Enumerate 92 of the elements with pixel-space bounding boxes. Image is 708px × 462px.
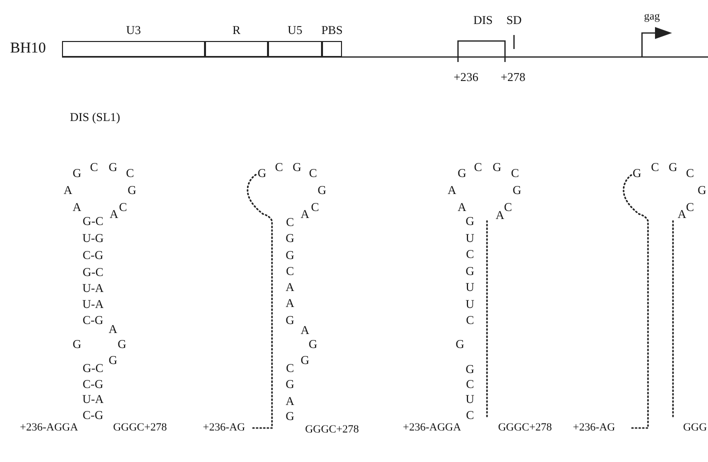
nucleotide-label: U xyxy=(466,393,474,405)
nucleotide-label: G xyxy=(292,161,302,173)
nucleotide-label: G xyxy=(458,167,466,179)
segment-label: R xyxy=(232,24,240,36)
nucleotide-label: G xyxy=(632,167,642,179)
nucleotide-label: C-G xyxy=(82,314,104,326)
nucleotide-label: A xyxy=(300,324,310,336)
nucleotide-label: C-G xyxy=(82,409,104,421)
nucleotide-label: G-C xyxy=(82,266,104,278)
sequence-end: GGG xyxy=(683,422,707,434)
nucleotide-label: U-A xyxy=(82,282,104,294)
nucleotide-label: A xyxy=(496,209,504,221)
nucleotide-label: A xyxy=(110,208,118,220)
nucleotide-label: C-G xyxy=(82,249,104,261)
nucleotide-label: G xyxy=(286,232,294,244)
nucleotide-label: G-C xyxy=(82,362,104,374)
nucleotide-label: U xyxy=(466,232,474,244)
nucleotide-label: C xyxy=(651,161,659,173)
sequence-end: GGGC+278 xyxy=(113,422,167,434)
nucleotide-label: C xyxy=(466,409,474,421)
nucleotide-label: A xyxy=(300,208,310,220)
sequence-end: GGGC+278 xyxy=(305,424,359,436)
nucleotide-label: G xyxy=(698,184,706,196)
nucleotide-label: G xyxy=(492,161,502,173)
nucleotide-label: C xyxy=(686,167,694,179)
sequence-end: +236-AG xyxy=(202,422,246,434)
sequence-end: +236-AGGA xyxy=(20,422,78,434)
nucleotide-label: U-G xyxy=(82,232,104,244)
nucleotide-label: C xyxy=(126,167,134,179)
nucleotide-label: G xyxy=(466,265,474,277)
nucleotide-label: G xyxy=(118,338,126,350)
nucleotide-label: G xyxy=(466,363,474,375)
nucleotide-label: C xyxy=(466,248,474,260)
nucleotide-label: C xyxy=(286,362,294,374)
nucleotide-label: U xyxy=(466,281,474,293)
panel-title: DIS (SL1) xyxy=(70,111,120,123)
nucleotide-label: G xyxy=(466,215,474,227)
nucleotide-label: G xyxy=(318,184,326,196)
nucleotide-label: G xyxy=(308,338,318,350)
nucleotide-label: C xyxy=(90,161,98,173)
nucleotide-label: C xyxy=(686,201,694,213)
nucleotide-label: C xyxy=(286,216,294,228)
nucleotide-label: C xyxy=(119,201,127,213)
nucleotide-label: G xyxy=(300,354,310,366)
nucleotide-label: G xyxy=(108,354,118,366)
sequence-end: GGGC+278 xyxy=(498,422,552,434)
nucleotide-label: A xyxy=(286,395,294,407)
nucleotide-label: C xyxy=(311,201,319,213)
nucleotide-label: A xyxy=(678,208,686,220)
nucleotide-label: A xyxy=(286,281,294,293)
nucleotide-label: A xyxy=(108,323,118,335)
sequence-end: +236-AG xyxy=(572,422,616,434)
nucleotide-label: G xyxy=(512,184,522,196)
nucleotide-label: G xyxy=(72,167,82,179)
nucleotide-label: G xyxy=(456,338,464,350)
nucleotide-label: U-A xyxy=(82,298,104,310)
nucleotide-label: G xyxy=(286,249,294,261)
segment-label: U5 xyxy=(288,24,302,36)
gene-label: gag xyxy=(644,12,660,22)
nucleotide-label: G xyxy=(286,410,294,422)
nucleotide-label: C xyxy=(275,161,283,173)
nucleotide-label: G xyxy=(668,161,678,173)
nucleotide-label: G xyxy=(128,184,136,196)
nucleotide-label: A xyxy=(458,201,466,213)
nucleotide-label: G xyxy=(72,338,82,350)
nucleotide-label: C xyxy=(286,265,294,277)
nucleotide-label: G xyxy=(108,161,118,173)
sequence-end: +236-AGGA xyxy=(402,422,462,434)
nucleotide-label: C xyxy=(309,167,317,179)
nucleotide-label: G xyxy=(258,167,266,179)
nucleotide-label: G-C xyxy=(82,215,104,227)
nucleotide-label: C xyxy=(466,314,474,326)
segment-label: PBS xyxy=(321,24,343,36)
nucleotide-label: A xyxy=(286,297,294,309)
nucleotide-label: G xyxy=(286,378,294,390)
nucleotide-label: C-G xyxy=(82,378,104,390)
nucleotide-label: A xyxy=(72,201,82,213)
nucleotide-label: C xyxy=(474,161,482,173)
nucleotide-label: U-A xyxy=(82,393,104,405)
nucleotide-label: C xyxy=(511,167,519,179)
nucleotide-label: C xyxy=(466,378,474,390)
position-label: +236 xyxy=(454,71,478,83)
nucleotide-label: G xyxy=(286,314,294,326)
nucleotide-label: U xyxy=(466,298,474,310)
construct-name: BH10 xyxy=(10,42,46,56)
nucleotide-label: A xyxy=(64,184,72,196)
segment-label: U3 xyxy=(126,24,141,36)
position-label: +278 xyxy=(500,71,526,83)
region-label: SD xyxy=(506,14,522,26)
nucleotide-label: A xyxy=(448,184,456,196)
region-label: DIS xyxy=(473,14,493,26)
nucleotide-label: C xyxy=(504,201,512,213)
